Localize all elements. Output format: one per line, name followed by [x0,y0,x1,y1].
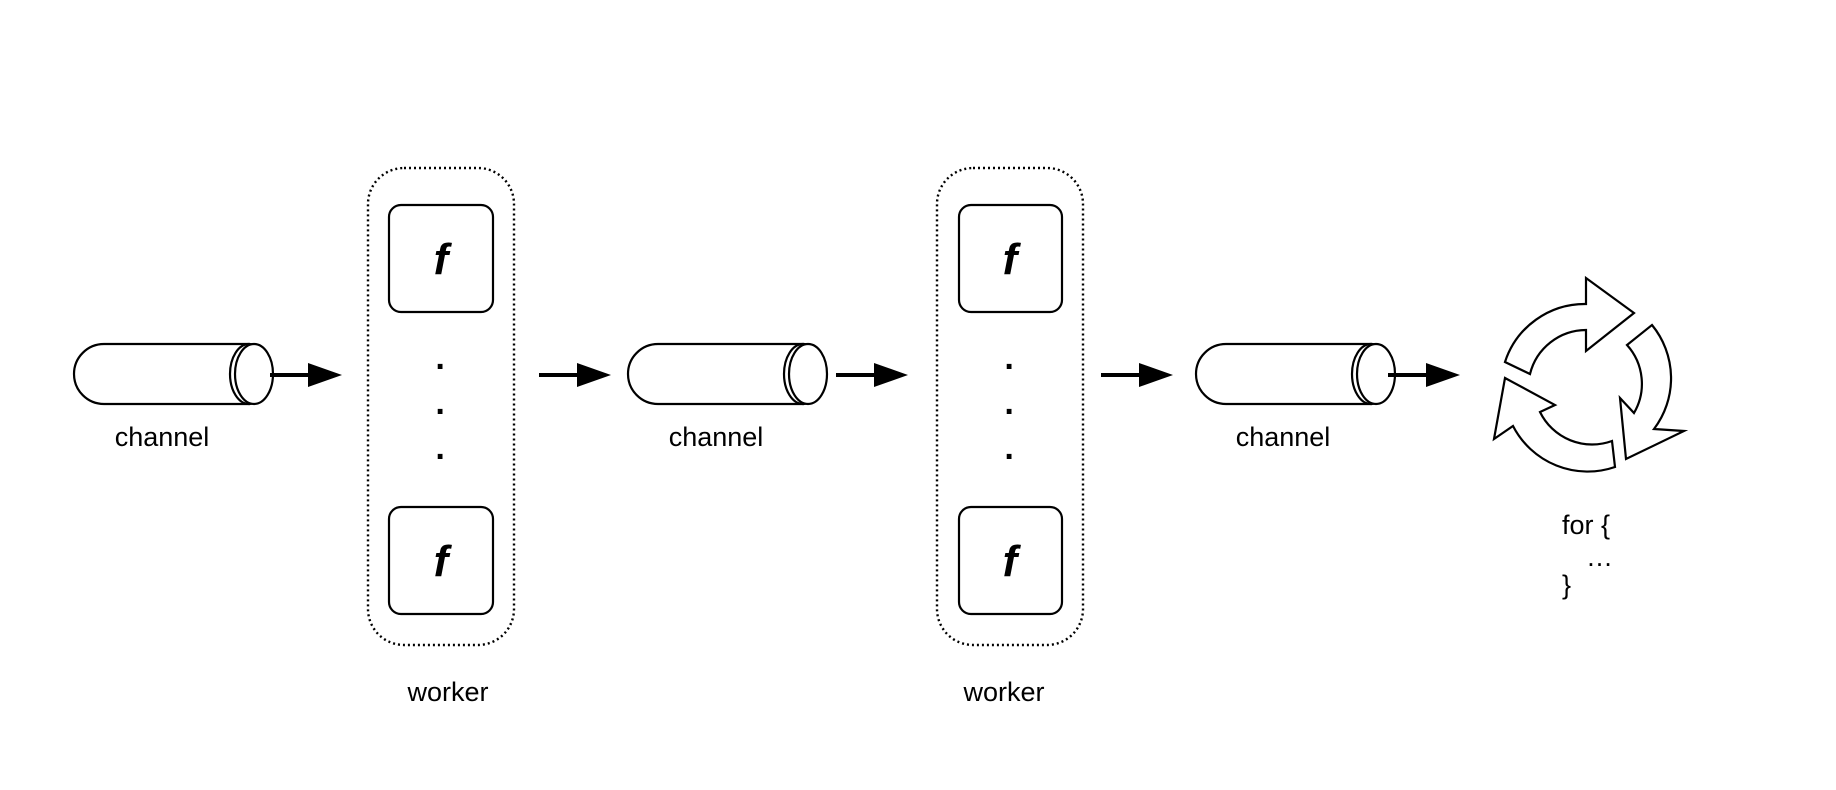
worker-2-function-top [957,203,1064,314]
worker-2-ellipsis-dot-1: · [1004,348,1015,386]
channel-1 [72,342,275,406]
channel-1-label: channel [115,422,210,452]
worker-2-function-bottom [957,505,1064,616]
arrow-4 [1099,361,1175,389]
channel-cylinder-icon [1194,342,1397,406]
worker-1-ellipsis-dot-3: · [435,438,446,476]
arrow-right-icon [834,361,910,389]
worker-2-function-top-symbol: f [1003,235,1022,284]
cycle-arrows-icon [1492,275,1689,473]
worker-1-function-bottom [387,505,495,616]
arrow-right-icon [1386,361,1462,389]
worker-2-function-bottom-symbol: f [1003,537,1022,586]
worker-1-function-top [387,203,495,314]
arrow-right-icon [1099,361,1175,389]
arrow-5 [1386,361,1462,389]
worker-2-ellipsis-dot-2: · [1004,393,1015,431]
worker-2-label: worker [962,677,1044,707]
worker-1: f · · · f [366,166,516,647]
arrow-2 [537,361,613,389]
loop-code-line-2: … [1586,542,1613,572]
worker-1-ellipsis-dot-1: · [435,348,446,386]
channel-3-label: channel [1236,422,1331,452]
channel-3 [1194,342,1397,406]
channel-2-label: channel [669,422,764,452]
arrow-1 [268,361,344,389]
arrow-3 [834,361,910,389]
channel-2 [626,342,829,406]
loop-code-line-3: } [1562,570,1571,600]
channel-cylinder-icon [72,342,275,406]
worker-2-container [935,166,1085,647]
worker-2: f · · · f [935,166,1085,647]
worker-2-ellipsis-dot-3: · [1004,438,1015,476]
worker-1-container [366,166,516,647]
worker-1-function-bottom-symbol: f [434,537,453,586]
arrow-right-icon [537,361,613,389]
worker-1-function-top-symbol: f [434,235,453,284]
arrow-right-icon [268,361,344,389]
loop-code-line-1: for { [1562,510,1610,540]
worker-1-ellipsis-dot-2: · [435,393,446,431]
worker-1-label: worker [406,677,488,707]
channel-cylinder-icon [626,342,829,406]
